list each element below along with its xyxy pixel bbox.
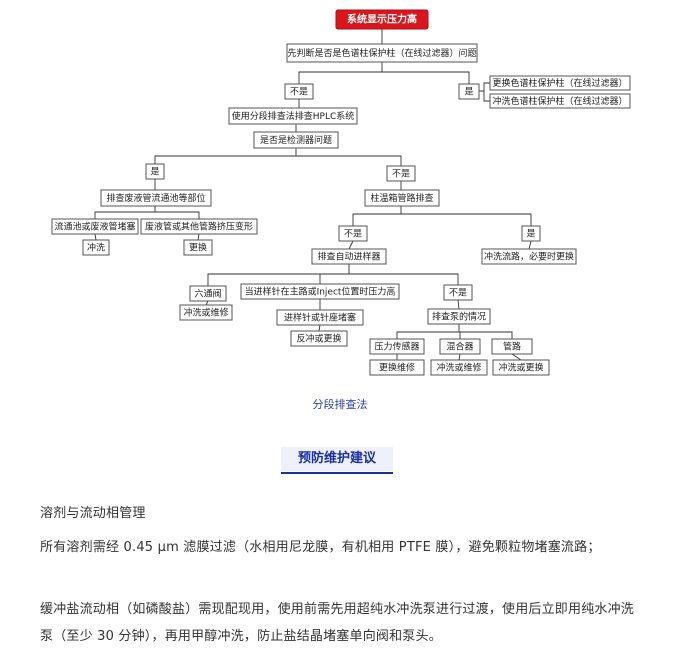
connector-line bbox=[382, 71, 470, 84]
node-yes-1: 是 bbox=[458, 83, 480, 100]
svg-text:冲洗或更换: 冲洗或更换 bbox=[498, 362, 543, 374]
svg-text:是: 是 bbox=[150, 167, 159, 178]
troubleshooting-flowchart: 系统显示压力高先判断是否是色谱柱保护柱（在线过滤器）问题不是是更换色谱柱保护柱（… bbox=[51, 9, 631, 376]
paragraph-buffer: 缓冲盐流动相（如磷酸盐）需现配现用，使用前需先用超纯水冲洗泵进行过渡，使用后立即… bbox=[40, 602, 635, 644]
node-check-waste: 排查废液管流通池等部位 bbox=[100, 189, 212, 207]
connector-line bbox=[94, 233, 97, 241]
node-flush-repair-2: 冲洗或维修 bbox=[430, 359, 488, 376]
node-no-4: 不是 bbox=[443, 284, 473, 301]
node-mixer: 混合器 bbox=[439, 338, 481, 355]
svg-text:管路: 管路 bbox=[503, 341, 521, 353]
node-check-pump: 排查泵的情况 bbox=[427, 308, 491, 325]
connector-line bbox=[511, 353, 522, 361]
connector-line bbox=[318, 324, 321, 332]
svg-text:不是: 不是 bbox=[392, 169, 410, 180]
connector-line bbox=[348, 240, 354, 250]
connector-line bbox=[352, 206, 402, 226]
svg-text:柱温箱管路排查: 柱温箱管路排查 bbox=[370, 192, 433, 204]
svg-text:更换: 更换 bbox=[189, 242, 207, 254]
node-no-1: 不是 bbox=[284, 83, 314, 100]
node-replace-tube: 更换 bbox=[183, 239, 213, 256]
node-pressure-sensor: 压力传感器 bbox=[369, 338, 425, 355]
svg-text:冲洗色谱柱保护柱（在线过滤器）: 冲洗色谱柱保护柱（在线过滤器） bbox=[492, 95, 627, 107]
svg-text:是: 是 bbox=[526, 229, 535, 240]
svg-text:废液管或其他管路挤压变形: 废液管或其他管路挤压变形 bbox=[145, 221, 253, 233]
connector-line bbox=[207, 264, 350, 286]
svg-text:排查自动进样器: 排查自动进样器 bbox=[317, 251, 380, 263]
svg-text:不是: 不是 bbox=[449, 288, 467, 299]
node-replace-repair: 更换维修 bbox=[369, 359, 425, 376]
connector-line bbox=[349, 273, 459, 285]
node-needle-pressure: 当进样针在主路或Inject位置时压力高 bbox=[240, 283, 400, 300]
svg-text:排查泵的情况: 排查泵的情况 bbox=[432, 311, 486, 323]
node-root: 系统显示压力高 bbox=[335, 9, 429, 30]
connector-line bbox=[401, 213, 532, 226]
svg-text:更换维修: 更换维修 bbox=[379, 362, 415, 374]
node-flush-replace: 冲洗或更换 bbox=[492, 359, 550, 376]
connector-line bbox=[459, 331, 461, 339]
node-no-3: 不是 bbox=[338, 225, 368, 242]
node-flush-path: 冲洗流路，必要时更换 bbox=[481, 248, 577, 265]
connector-line bbox=[457, 299, 460, 310]
node-back-flush-replace: 反冲或更换 bbox=[290, 330, 348, 347]
svg-text:不是: 不是 bbox=[290, 87, 308, 98]
connector-line bbox=[319, 273, 349, 284]
node-six-valve: 六通阀 bbox=[189, 285, 227, 302]
node-yes-2: 是 bbox=[145, 163, 165, 180]
node-check-column-oven: 柱温箱管路排查 bbox=[364, 189, 440, 207]
svg-text:六通阀: 六通阀 bbox=[194, 288, 221, 300]
connector-line bbox=[479, 82, 490, 92]
connector-line bbox=[94, 206, 156, 219]
node-segment-check: 使用分段排查法排查HPLC系统 bbox=[228, 107, 358, 125]
node-replace-guard: 更换色谱柱保护柱（在线过滤器） bbox=[489, 75, 631, 91]
svg-text:不是: 不是 bbox=[344, 229, 362, 240]
node-cell-block: 流通池或废液管堵塞 bbox=[51, 218, 139, 235]
svg-text:是: 是 bbox=[464, 87, 473, 98]
svg-text:冲洗流路，必要时更换: 冲洗流路，必要时更换 bbox=[484, 251, 574, 263]
section-title: 预防维护建议 bbox=[281, 447, 393, 474]
node-q-guard: 先判断是否是色谱柱保护柱（在线过滤器）问题 bbox=[286, 43, 478, 63]
node-no-2: 不是 bbox=[386, 165, 416, 182]
svg-text:混合器: 混合器 bbox=[446, 341, 473, 353]
paragraph-filter: 所有溶剂需经 0.45 μm 滤膜过滤（水相用尼龙膜，有机相用 PTFE 膜），… bbox=[40, 540, 601, 555]
svg-text:流通池或废液管堵塞: 流通池或废液管堵塞 bbox=[54, 221, 135, 233]
svg-text:压力传感器: 压力传感器 bbox=[374, 341, 419, 353]
connector-line bbox=[197, 233, 200, 241]
svg-text:反冲或更换: 反冲或更换 bbox=[296, 333, 341, 345]
svg-text:冲洗: 冲洗 bbox=[87, 242, 105, 254]
node-check-autosampler: 排查自动进样器 bbox=[311, 248, 387, 265]
node-q-detector: 是否是检测器问题 bbox=[253, 131, 339, 149]
connector-line bbox=[296, 155, 402, 166]
subheading: 溶剂与流动相管理 bbox=[40, 506, 146, 521]
svg-text:当进样针在主路或Inject位置时压力高: 当进样针在主路或Inject位置时压力高 bbox=[245, 286, 396, 298]
node-needle-block: 进样针或针座堵塞 bbox=[276, 309, 364, 326]
node-flush-repair: 冲洗或维修 bbox=[179, 304, 233, 321]
node-waste-bend: 废液管或其他管路挤压变形 bbox=[140, 218, 258, 235]
connector-line bbox=[483, 91, 490, 102]
connector-line bbox=[154, 148, 297, 164]
node-pipeline: 管路 bbox=[491, 338, 533, 355]
connector-line bbox=[459, 331, 513, 339]
svg-text:是否是检测器问题: 是否是检测器问题 bbox=[260, 134, 332, 146]
node-flush-cell: 冲洗 bbox=[82, 239, 110, 256]
svg-text:使用分段排查法排查HPLC系统: 使用分段排查法排查HPLC系统 bbox=[232, 110, 355, 122]
connector-line bbox=[155, 211, 200, 219]
svg-text:系统显示压力高: 系统显示压力高 bbox=[347, 13, 417, 26]
connector-line bbox=[458, 353, 461, 361]
svg-text:冲洗或维修: 冲洗或维修 bbox=[183, 307, 228, 319]
node-flush-guard: 冲洗色谱柱保护柱（在线过滤器） bbox=[489, 93, 631, 109]
connector-line bbox=[528, 240, 532, 250]
svg-text:排查废液管流通池等部位: 排查废液管流通池等部位 bbox=[106, 192, 205, 204]
flowchart-caption: 分段排查法 bbox=[312, 398, 368, 411]
svg-text:冲洗或维修: 冲洗或维修 bbox=[436, 362, 481, 374]
svg-text:先判断是否是色谱柱保护柱（在线过滤器）问题: 先判断是否是色谱柱保护柱（在线过滤器）问题 bbox=[287, 47, 476, 59]
connector-line bbox=[298, 62, 383, 84]
node-yes-3: 是 bbox=[521, 225, 541, 242]
connector-line bbox=[205, 300, 209, 306]
svg-text:进样针或针座堵塞: 进样针或针座堵塞 bbox=[284, 312, 356, 324]
svg-text:更换色谱柱保护柱（在线过滤器）: 更换色谱柱保护柱（在线过滤器） bbox=[492, 77, 627, 89]
connector-line bbox=[396, 324, 460, 339]
